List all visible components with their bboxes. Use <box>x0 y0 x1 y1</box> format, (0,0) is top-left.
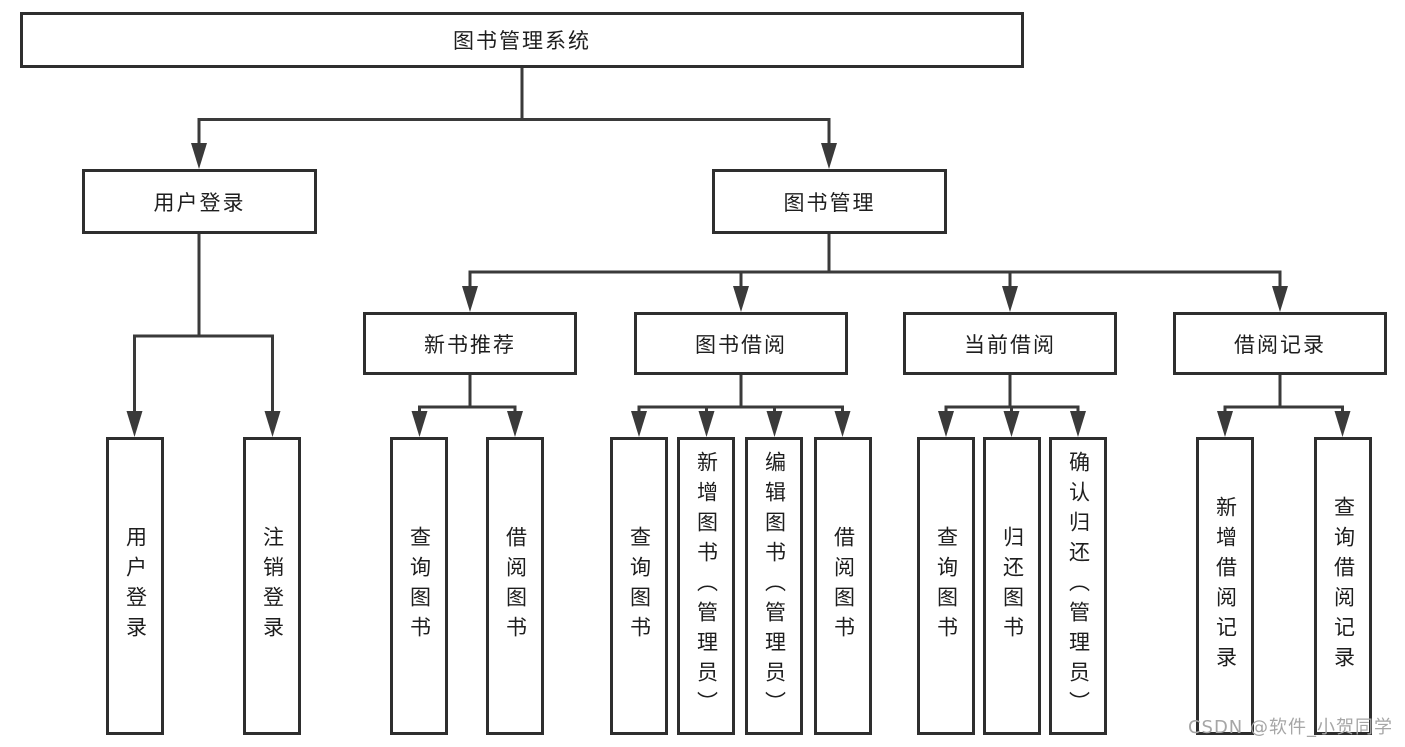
node-new-book-recommend-label: 新书推荐 <box>424 332 516 357</box>
node-leaf-query-borrow-record: 查询借阅记录 <box>1314 437 1372 735</box>
node-leaf-add-book-admin: 新增图书（管理员） <box>677 437 735 735</box>
node-leaf-borrow-books-1: 借阅图书 <box>486 437 544 735</box>
csdn-watermark: CSDN @软件_小贺同学 <box>1187 717 1393 738</box>
node-leaf-logout-label: 注销登录 <box>260 526 285 646</box>
node-leaf-borrow-books-1-label: 借阅图书 <box>503 526 528 646</box>
node-borrow-records: 借阅记录 <box>1173 312 1387 375</box>
node-leaf-return-book: 归还图书 <box>983 437 1041 735</box>
node-leaf-borrow-books-2-label: 借阅图书 <box>831 526 856 646</box>
node-user-login: 用户登录 <box>82 169 317 234</box>
node-leaf-borrow-books-2: 借阅图书 <box>814 437 872 735</box>
node-current-borrow-label: 当前借阅 <box>964 332 1056 357</box>
node-book-borrow-label: 图书借阅 <box>695 332 787 357</box>
node-leaf-edit-book-admin-label: 编辑图书（管理员） <box>762 451 787 721</box>
node-book-borrow: 图书借阅 <box>634 312 848 375</box>
node-leaf-query-borrow-record-label: 查询借阅记录 <box>1331 496 1356 676</box>
node-leaf-logout: 注销登录 <box>243 437 301 735</box>
node-leaf-confirm-return-admin: 确认归还（管理员） <box>1049 437 1107 735</box>
node-borrow-records-label: 借阅记录 <box>1234 332 1326 357</box>
node-leaf-query-books-2-label: 查询图书 <box>627 526 652 646</box>
node-leaf-user-login: 用户登录 <box>106 437 164 735</box>
node-new-book-recommend: 新书推荐 <box>363 312 577 375</box>
node-leaf-query-books-1-label: 查询图书 <box>407 526 432 646</box>
node-root-label: 图书管理系统 <box>453 29 591 53</box>
node-current-borrow: 当前借阅 <box>903 312 1117 375</box>
node-leaf-query-books-1: 查询图书 <box>390 437 448 735</box>
node-book-management: 图书管理 <box>712 169 947 234</box>
node-leaf-add-borrow-record-label: 新增借阅记录 <box>1213 496 1238 676</box>
node-book-management-label: 图书管理 <box>783 190 876 215</box>
node-leaf-query-books-3-label: 查询图书 <box>934 526 959 646</box>
node-leaf-add-borrow-record: 新增借阅记录 <box>1196 437 1254 735</box>
node-user-login-label: 用户登录 <box>153 190 246 215</box>
node-leaf-edit-book-admin: 编辑图书（管理员） <box>745 437 803 735</box>
node-leaf-user-login-label: 用户登录 <box>123 526 148 646</box>
node-leaf-confirm-return-admin-label: 确认归还（管理员） <box>1066 451 1091 721</box>
node-root: 图书管理系统 <box>20 12 1024 68</box>
node-leaf-query-books-2: 查询图书 <box>610 437 668 735</box>
node-leaf-add-book-admin-label: 新增图书（管理员） <box>694 451 719 721</box>
node-leaf-query-books-3: 查询图书 <box>917 437 975 735</box>
node-leaf-return-book-label: 归还图书 <box>1000 526 1025 646</box>
